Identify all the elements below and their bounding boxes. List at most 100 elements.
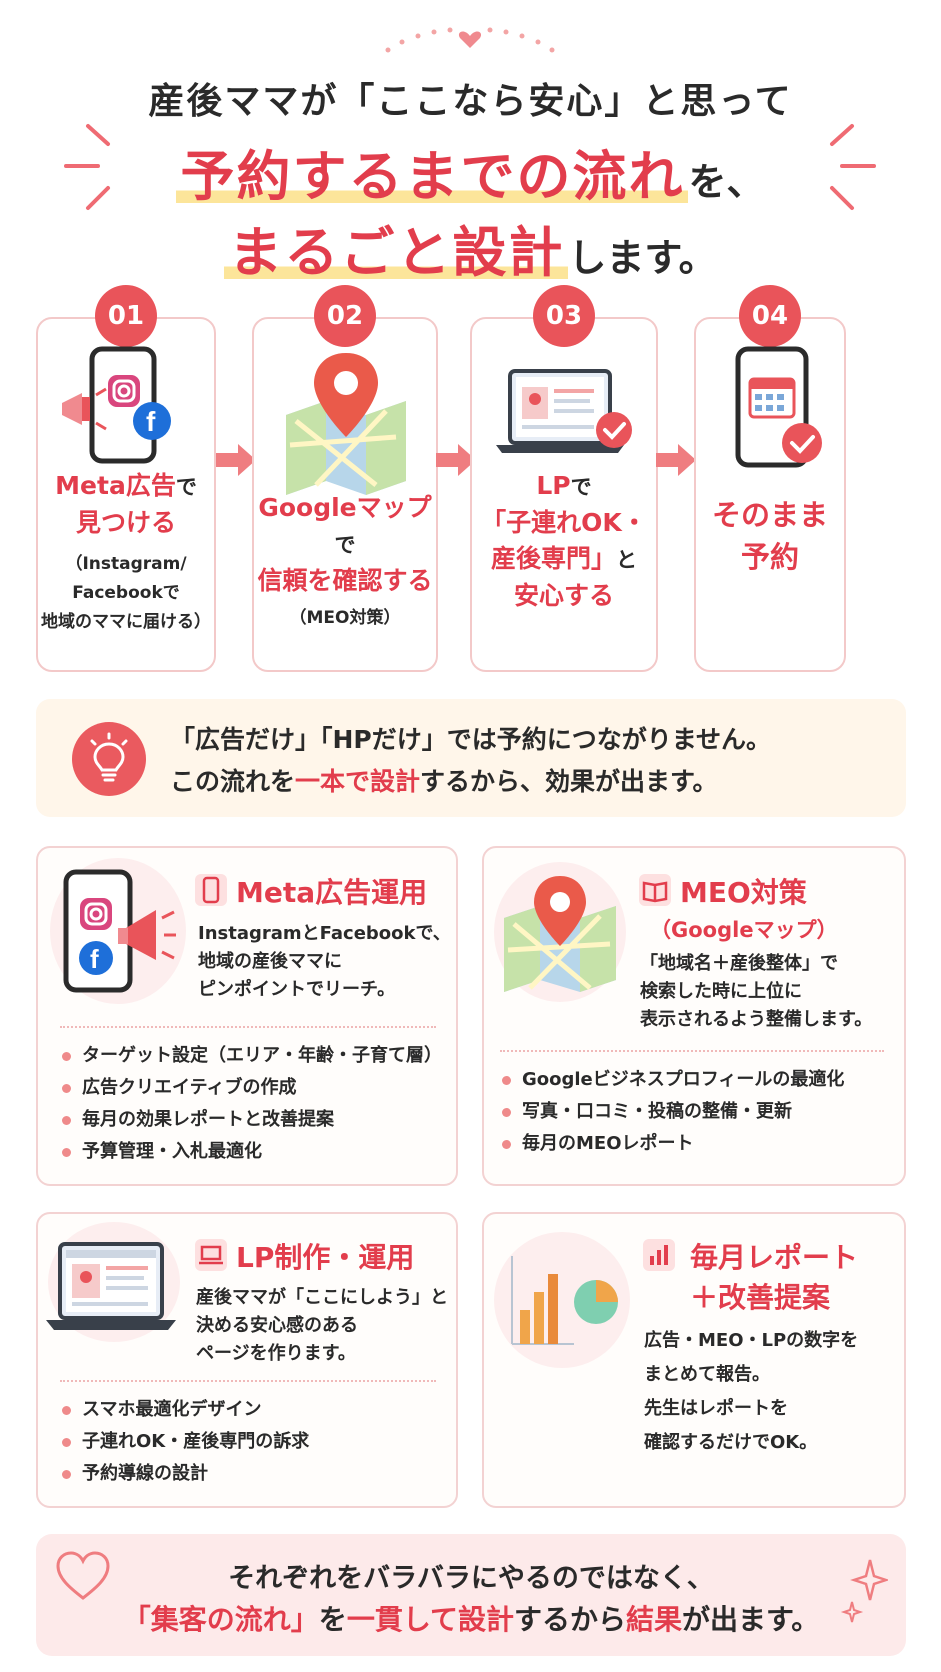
- desc-line: ページを作ります。: [196, 1343, 356, 1364]
- step-1-sub-line: 地域のママに届ける）: [41, 612, 211, 632]
- lp-description: 産後ママが「ここにしよう」と 決める安心感のある ページを作ります。: [196, 1284, 448, 1368]
- list-item: 毎月のMEOレポート: [500, 1128, 844, 1160]
- step-3-line4: 安心する: [513, 581, 614, 610]
- step-2-join: で: [334, 533, 356, 557]
- step-1-title: Meta広告で 見つける: [40, 468, 212, 541]
- step-4-line2: 予約: [740, 540, 799, 574]
- lp-title: LP制作・運用: [236, 1241, 415, 1274]
- insight-text: この流れを: [170, 767, 296, 796]
- bottom-text: が出ます。: [682, 1603, 820, 1636]
- lightbulb-icon: [72, 722, 146, 796]
- bottom-line-1: それぞれをバラバラにやるのではなく、: [228, 1563, 714, 1594]
- map-pin-icon: [286, 353, 406, 495]
- sparkle-lines-icon: [830, 124, 876, 210]
- step-3-highlight: LP: [536, 471, 571, 500]
- desc-line: 表示されるよう整備します。: [640, 1009, 873, 1030]
- headline-tail: します。: [568, 236, 717, 280]
- list-item: スマホ最適化デザイン: [60, 1394, 309, 1426]
- step-2-line2: 信頼を確認する: [257, 566, 433, 595]
- bottom-banner: [36, 1534, 906, 1656]
- desc-line: 広告・MEO・LPの数字を: [644, 1330, 859, 1351]
- desc-line: 検索した時に上位に: [640, 981, 802, 1002]
- step-number: 03: [533, 285, 595, 347]
- bottom-highlight: 一貫して設計: [346, 1603, 514, 1636]
- insight-highlight: 一本で設計: [295, 767, 421, 796]
- step-2-sub-line: （MEO対策）: [289, 608, 401, 628]
- bottom-line-2: 「集客の流れ」を一貫して設計するから結果が出ます。: [36, 1598, 906, 1638]
- insight-banner: [36, 699, 906, 817]
- headline-line-1: 産後ママが「ここなら安心」と思って: [148, 81, 793, 122]
- step-3-join: と: [616, 548, 637, 572]
- step-number: 02: [314, 285, 376, 347]
- bottom-highlight: 「集客の流れ」: [122, 1603, 319, 1636]
- headline-line-3: まるごと設計します。: [0, 208, 941, 287]
- bar-pie-chart-icon: [511, 1256, 618, 1345]
- step-1-sub-line: （Instagram/: [65, 554, 187, 574]
- meo-feature-list: Googleビジネスプロフィールの最適化 写真・口コミ・投稿の整備・更新 毎月の…: [500, 1064, 844, 1160]
- step-4-title: そのまま 予約: [698, 494, 842, 578]
- desc-line: InstagramとFacebookで、: [198, 923, 451, 944]
- report-title-2: ＋改善提案: [690, 1281, 831, 1314]
- step-4-line1: そのまま: [711, 498, 828, 532]
- divider: [60, 1380, 436, 1382]
- desc-line: まとめて報告。: [644, 1364, 770, 1385]
- divider: [500, 1050, 884, 1052]
- step-2-highlight: Googleマップ: [258, 493, 432, 522]
- meo-description: 「地域名＋産後整体」で 検索した時に上位に 表示されるよう整備します。: [640, 950, 872, 1034]
- bottom-highlight: 結果: [626, 1603, 683, 1636]
- desc-line: 地域の産後ママに: [198, 951, 342, 972]
- headline-emphasis: 予約するまでの流れ: [176, 145, 689, 208]
- insight-line-2: この流れを一本で設計するから、効果が出ます。: [170, 762, 890, 798]
- sparkle-icon: [840, 1559, 888, 1623]
- decorative-dots: [385, 27, 555, 53]
- desc-line: 確認するだけでOK。: [644, 1432, 818, 1453]
- meta-description: InstagramとFacebookで、 地域の産後ママに ピンポイントでリーチ…: [198, 920, 451, 1004]
- laptop-icon: [46, 1242, 176, 1330]
- step-3-title: LPで 「子連れOK・ 産後専門」と 安心する: [474, 468, 654, 614]
- list-item: 子連れOK・産後専門の訴求: [60, 1426, 309, 1458]
- phone-megaphone-icon: f: [63, 869, 176, 993]
- book-icon: [639, 874, 671, 906]
- divider: [60, 1026, 436, 1028]
- laptop-check-icon: [496, 369, 632, 453]
- step-card-2: [252, 317, 438, 672]
- step-3-line3: 産後専門」: [490, 544, 616, 573]
- list-item: 予約導線の設計: [60, 1458, 309, 1490]
- step-3-join: で: [570, 475, 592, 499]
- desc-line: ピンポイントでリーチ。: [198, 979, 396, 1000]
- list-item: 毎月の効果レポートと改善提案: [60, 1104, 442, 1136]
- headline-line-2: 予約するまでの流れを、: [0, 132, 941, 211]
- meo-subtitle: （Googleマップ）: [650, 918, 838, 942]
- report-chart-icon: [643, 1239, 675, 1271]
- step-1-join: で: [175, 475, 197, 499]
- meta-feature-list: ターゲット設定（エリア・年齢・子育て層） 広告クリエイティブの作成 毎月の効果レ…: [60, 1040, 442, 1168]
- phone-social-icon: f: [62, 346, 171, 464]
- step-1-subtext: （Instagram/ Facebookで 地域のママに届ける）: [40, 550, 212, 637]
- desc-line: 「地域名＋産後整体」で: [640, 953, 838, 974]
- step-2-subtext: （MEO対策）: [256, 604, 434, 633]
- meo-title: MEO対策: [680, 876, 807, 909]
- headline-emphasis: まるごと設計: [224, 221, 569, 284]
- meta-title: Meta広告運用: [236, 876, 428, 909]
- list-item: 広告クリエイティブの作成: [60, 1072, 442, 1104]
- sparkle-lines-icon: [64, 124, 110, 210]
- list-item: ターゲット設定（エリア・年齢・子育て層）: [60, 1040, 442, 1072]
- headline-tail: を、: [688, 160, 765, 204]
- bottom-text: するから: [513, 1603, 626, 1636]
- step-1-highlight: Meta広告: [55, 471, 176, 500]
- laptop-small-icon: [195, 1239, 227, 1271]
- report-description: 広告・MEO・LPの数字を まとめて報告。 先生はレポートを 確認するだけでOK…: [644, 1324, 858, 1460]
- desc-line: 決める安心感のある: [196, 1315, 358, 1336]
- insight-line-1: 「広告だけ」「HPだけ」では予約につながりません。: [170, 725, 771, 754]
- step-2-title: Googleマップで 信頼を確認する: [256, 490, 434, 599]
- step-3-line2: 「子連れOK・: [481, 508, 647, 537]
- map-pin-icon: [504, 876, 616, 992]
- smartphone-icon: [195, 874, 227, 906]
- list-item: 予算管理・入札最適化: [60, 1136, 442, 1168]
- step-1-line2: 見つける: [75, 508, 176, 537]
- list-item: 写真・口コミ・投稿の整備・更新: [500, 1096, 844, 1128]
- svg-text:f: f: [146, 406, 156, 437]
- insight-text: するから、効果が出ます。: [420, 767, 718, 796]
- svg-text:f: f: [90, 944, 99, 974]
- desc-line: 先生はレポートを: [644, 1398, 788, 1419]
